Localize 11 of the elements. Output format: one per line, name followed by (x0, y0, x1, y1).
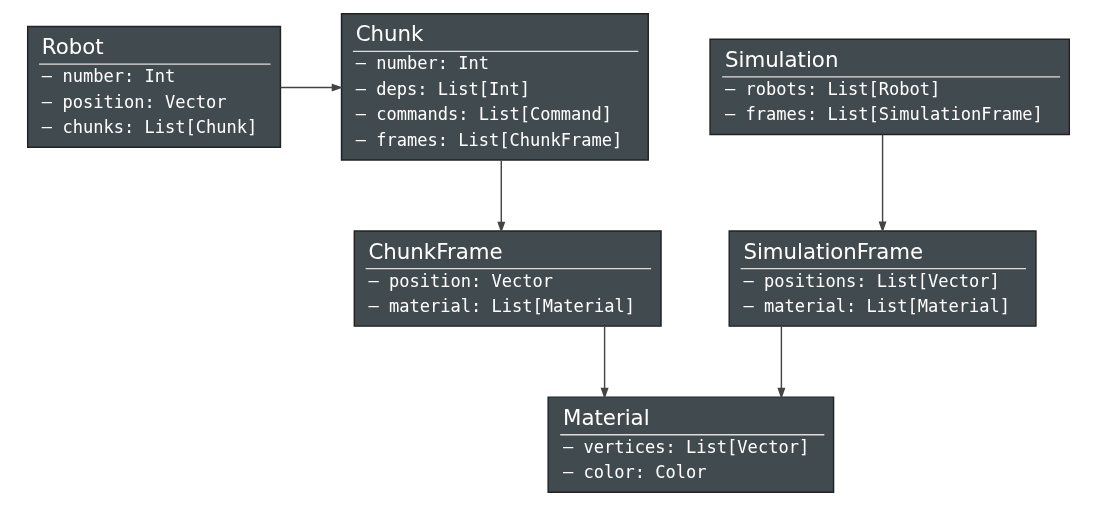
node-box: Chunk – number: Int – deps: List[Int] – commands: List[Command] – frames: List[ChunkFrame] (340, 13, 649, 161)
node-box: ChunkFrame – position: Vector – material: List[Material] (353, 230, 662, 327)
arrow (600, 325, 609, 400)
arrow (878, 134, 887, 233)
arrow (496, 159, 505, 234)
node-box: SimulationFrame – positions: List[Vector] – material: List[Material] (728, 230, 1037, 327)
node-box: Material – vertices: List[Vector] – color: Color (546, 396, 834, 493)
node-box: Simulation – robots: List[Robot] – frames: List[SimulationFrame] (708, 38, 1070, 136)
arrow (776, 325, 785, 400)
node-box: Robot – number: Int – position: Vector – chunks: List[Chunk] (26, 25, 281, 148)
arrow (279, 83, 343, 92)
